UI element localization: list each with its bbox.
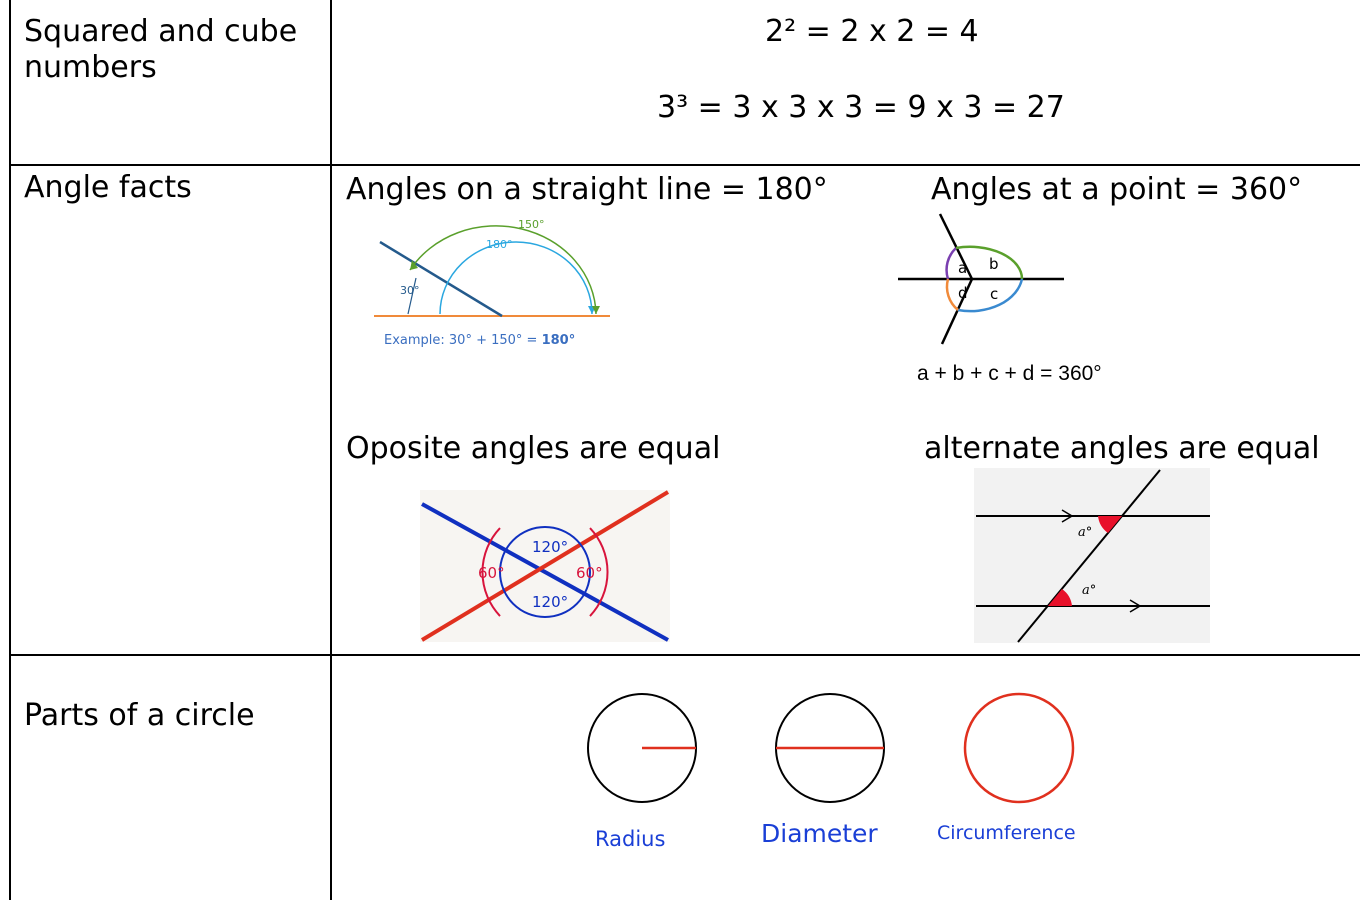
arc-c [957,278,1024,313]
arc-30 [407,277,417,315]
diagram-background [974,468,1210,643]
table-border-left [9,0,11,900]
row-label-angle-facts: Angle facts [24,170,192,205]
opposite-angles-diagram: 120° 120° 60° 60° [420,490,670,642]
table-column-divider [330,0,332,900]
arrow-top [1061,509,1074,523]
arc-d [945,278,959,311]
point-equation: a + b + c + d = 360° [917,362,1102,385]
arrow-head [410,260,418,270]
table-row-divider [9,654,1360,656]
angle-bottom-fill [1048,589,1072,606]
point-diagram: a b c d [898,213,1064,345]
angle-top-fill [1098,516,1122,533]
cube-example: 3³ = 3 x 3 x 3 = 9 x 3 = 27 [657,90,1065,125]
straight-line-heading: Angles on a straight line = 180° [346,172,828,207]
arrow-head [592,306,600,314]
angle-right-label: 60° [576,564,603,582]
angle-a-label: a [958,259,967,277]
circumference-label: Circumference [937,822,1076,844]
example-text: Example: 30° + 150° = 180° [384,333,575,348]
blue-circle [499,526,591,618]
blue-line [421,502,669,642]
upper-ray [938,213,974,280]
diameter-label: Diameter [761,819,878,848]
row-label-squared-cube: Squared and cube numbers [24,14,298,85]
right-red-arc [589,527,609,617]
straight-line-diagram: 30° 180° 150° Example: 30° + 150° = 180° [374,218,610,348]
row-label-parts-circle: Parts of a circle [24,698,255,733]
left-red-arc [481,527,501,617]
angle-d-label: d [958,284,968,302]
angle-bottom-label: a° [1082,583,1096,598]
angle-180-label: 180° [486,238,513,251]
angle-b-label: b [989,255,999,273]
arc-150 [409,225,597,315]
opposite-heading: Oposite angles are equal [346,431,721,466]
radius-label: Radius [595,827,665,851]
angle-top-label: 120° [532,538,568,556]
alternate-angles-diagram: a° a° [974,468,1210,643]
arrow-bottom [1129,599,1142,613]
angle-c-label: c [990,285,998,303]
arc-180 [439,241,593,315]
lower-ray [940,278,974,345]
angle-top-label: a° [1078,525,1092,540]
alternate-heading: alternate angles are equal [924,431,1320,466]
arc-a [945,247,957,280]
angle-left-label: 60° [478,564,505,582]
square-example: 2² = 2 x 2 = 4 [765,14,979,49]
slanted-ray [379,240,503,318]
angle-bottom-label: 120° [532,593,568,611]
point-heading: Angles at a point = 360° [931,172,1303,207]
table-row-divider [9,164,1360,166]
angle-150-label: 150° [518,218,545,231]
circle-parts-diagram: Radius Diameter Circumference [587,692,1076,851]
arc-b [955,245,1024,280]
angle-30-label: 30° [400,284,420,297]
transversal [1017,469,1161,643]
red-line [420,490,670,642]
circumference-circle [963,692,1075,804]
